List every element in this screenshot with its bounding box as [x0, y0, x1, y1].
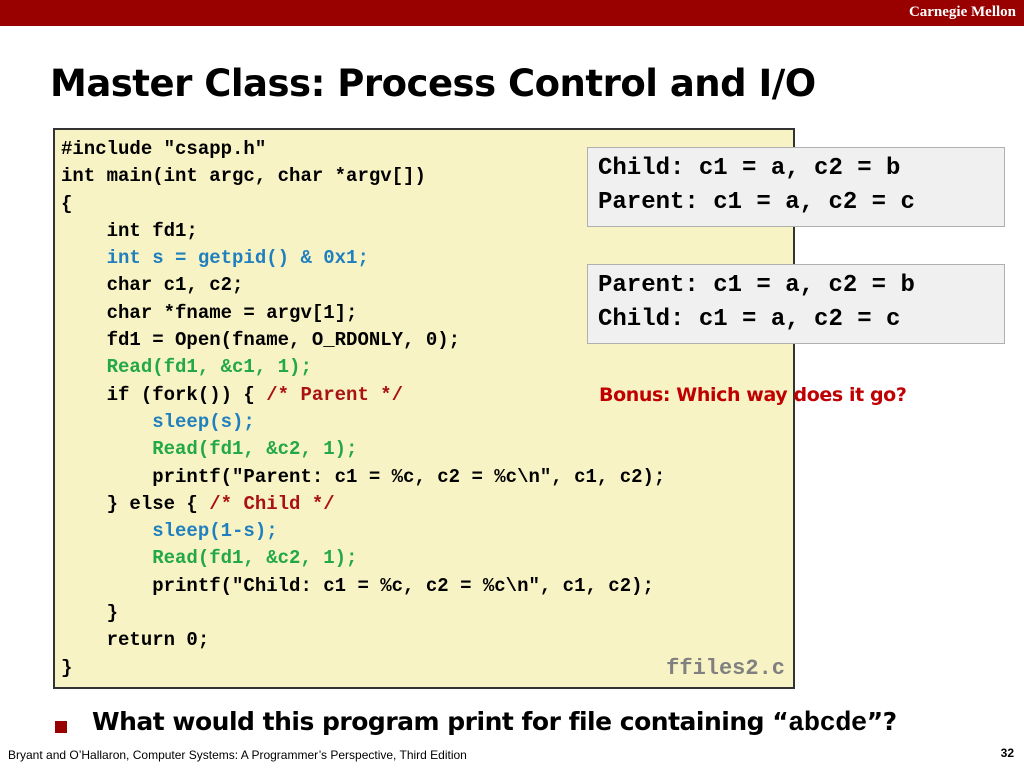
footer-citation: Bryant and O’Hallaron, Computer Systems:…	[8, 748, 467, 762]
code-segment: /* Parent */	[266, 383, 404, 406]
code-segment: printf("Parent: c1 = %c, c2 = %c\n", c1,…	[61, 465, 666, 488]
code-segment: #include "csapp.h"	[61, 138, 267, 160]
code-segment: /* Child */	[209, 492, 335, 515]
code-line: printf("Parent: c1 = %c, c2 = %c\n", c1,…	[61, 464, 665, 491]
code-line: return 0;	[61, 627, 665, 654]
code-line: {	[61, 191, 665, 218]
code-segment: Read(fd1, &c2, 1);	[61, 547, 358, 570]
code-line: char c1, c2;	[61, 272, 665, 299]
code-line: sleep(s);	[61, 409, 665, 436]
output-line: Parent: c1 = a, c2 = c	[598, 189, 915, 216]
code-segment: Read(fd1, &c1, 1);	[61, 356, 312, 379]
code-line: Read(fd1, &c1, 1);	[61, 354, 665, 381]
code-line: sleep(1-s);	[61, 518, 665, 545]
code-filename: ffiles2.c	[666, 656, 785, 681]
code-segment: }	[61, 602, 119, 625]
code-segment: char c1, c2;	[61, 274, 244, 297]
code-line: fd1 = Open(fname, O_RDONLY, 0);	[61, 327, 665, 354]
output-line: Parent: c1 = a, c2 = b	[598, 272, 915, 299]
code-line: }	[61, 655, 665, 682]
code-line: } else { /* Child */	[61, 491, 665, 518]
output-line: Child: c1 = a, c2 = b	[598, 155, 901, 182]
code-text: #include "csapp.h" int main(int argc, cha…	[61, 136, 665, 682]
bullet-square-icon	[55, 721, 67, 733]
question-code: abcde	[788, 709, 867, 739]
question-prefix: What would this program print for file c…	[92, 707, 789, 736]
output-option-2: Parent: c1 = a, c2 = b Child: c1 = a, c2…	[587, 264, 1005, 344]
code-segment: Read(fd1, &c2, 1);	[61, 438, 358, 461]
code-segment: return 0;	[61, 629, 210, 652]
code-line: printf("Child: c1 = %c, c2 = %c\n", c1, …	[61, 573, 665, 600]
code-line: int fd1;	[61, 218, 665, 245]
bonus-question: Bonus: Which way does it go?	[599, 384, 907, 406]
page-number: 32	[1000, 746, 1014, 760]
code-segment: }	[61, 656, 73, 679]
code-segment: int main(int argc, char *argv[])	[61, 165, 426, 188]
code-segment: {	[61, 192, 73, 215]
code-line: Read(fd1, &c2, 1);	[61, 436, 665, 463]
code-line: #include "csapp.h"	[61, 136, 665, 163]
question-text: What would this program print for file c…	[92, 707, 897, 739]
code-segment: int fd1;	[61, 219, 198, 242]
output-line: Child: c1 = a, c2 = c	[598, 306, 901, 333]
code-line: if (fork()) { /* Parent */	[61, 382, 665, 409]
code-line: Read(fd1, &c2, 1);	[61, 545, 665, 572]
code-line: char *fname = argv[1];	[61, 300, 665, 327]
header-bar: Carnegie Mellon	[0, 0, 1024, 26]
code-segment: printf("Child: c1 = %c, c2 = %c\n", c1, …	[61, 574, 654, 597]
question-suffix: ”?	[866, 707, 897, 736]
code-segment: fd1 = Open(fname, O_RDONLY, 0);	[61, 329, 461, 352]
code-segment: if (fork()) {	[61, 383, 267, 406]
code-line: }	[61, 600, 665, 627]
code-segment: sleep(s);	[61, 410, 255, 433]
org-name: Carnegie Mellon	[908, 4, 1016, 20]
output-option-1: Child: c1 = a, c2 = b Parent: c1 = a, c2…	[587, 147, 1005, 227]
code-segment: sleep(1-s);	[61, 520, 278, 543]
slide-title: Master Class: Process Control and I/O	[50, 62, 816, 105]
code-segment: int s = getpid() & 0x1;	[61, 247, 369, 270]
code-segment: char *fname = argv[1];	[61, 301, 358, 324]
code-line: int main(int argc, char *argv[])	[61, 163, 665, 190]
code-line: int s = getpid() & 0x1;	[61, 245, 665, 272]
code-segment: } else {	[61, 492, 210, 515]
